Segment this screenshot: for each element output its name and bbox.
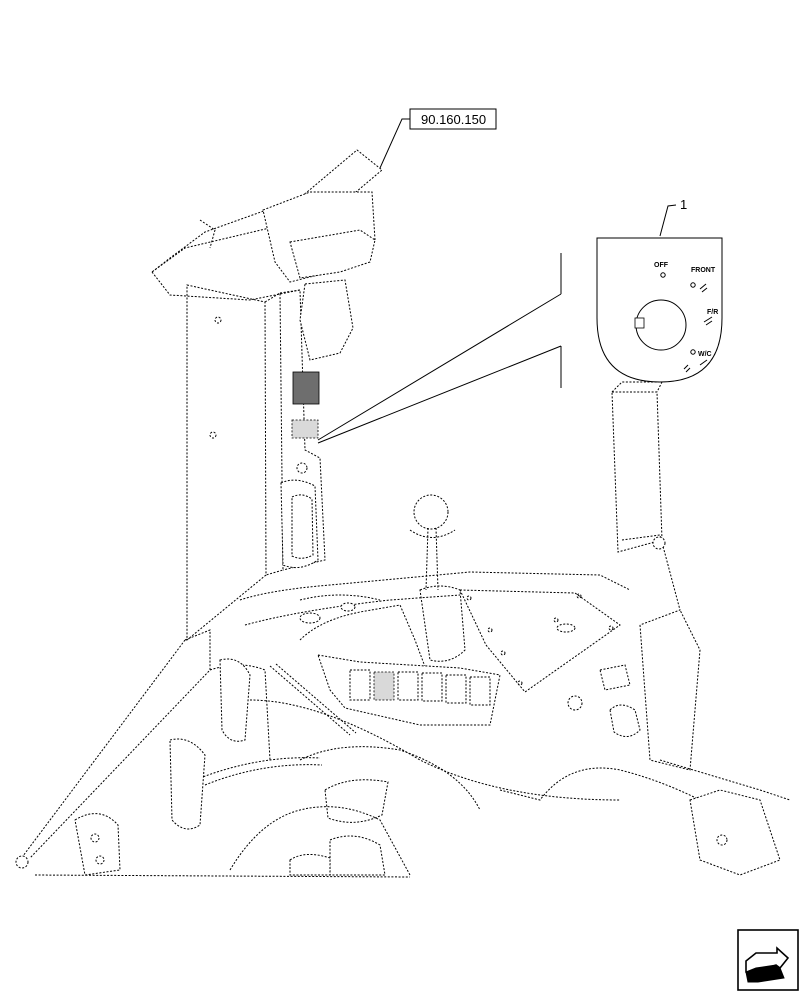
cab-pillar: [186, 284, 326, 642]
pillar-top-console: [151, 149, 383, 361]
callout-leader-line: [659, 204, 677, 237]
cab-floor: [15, 629, 791, 878]
panel-label-front: FRONT: [691, 267, 716, 274]
panel-label-off: OFF: [654, 262, 669, 269]
right-pillar: [611, 381, 701, 771]
dashboard-console: [199, 494, 631, 786]
joystick-knob: [413, 494, 449, 530]
panel-label-wc: W/C: [698, 351, 712, 358]
callout-number: 1: [680, 197, 687, 212]
projection-lines: [317, 253, 562, 444]
front-indicator: [690, 282, 696, 288]
switch-panel-detail: OFF FRONT F/R W/C: [596, 237, 723, 383]
washer-icon: [683, 359, 708, 373]
reference-leader-line: [379, 118, 410, 169]
front-wiper-icon: [699, 283, 708, 293]
wc-indicator: [690, 349, 696, 355]
front-rear-wiper-icon: [703, 316, 713, 326]
part-callout-1[interactable]: 1: [659, 197, 687, 237]
reference-label: 90.160.150: [421, 112, 486, 127]
panel-label-fr: F/R: [707, 309, 718, 316]
next-page-arrow-icon[interactable]: [737, 929, 799, 991]
off-indicator: [660, 272, 666, 278]
reference-callout[interactable]: 90.160.150: [379, 108, 497, 169]
